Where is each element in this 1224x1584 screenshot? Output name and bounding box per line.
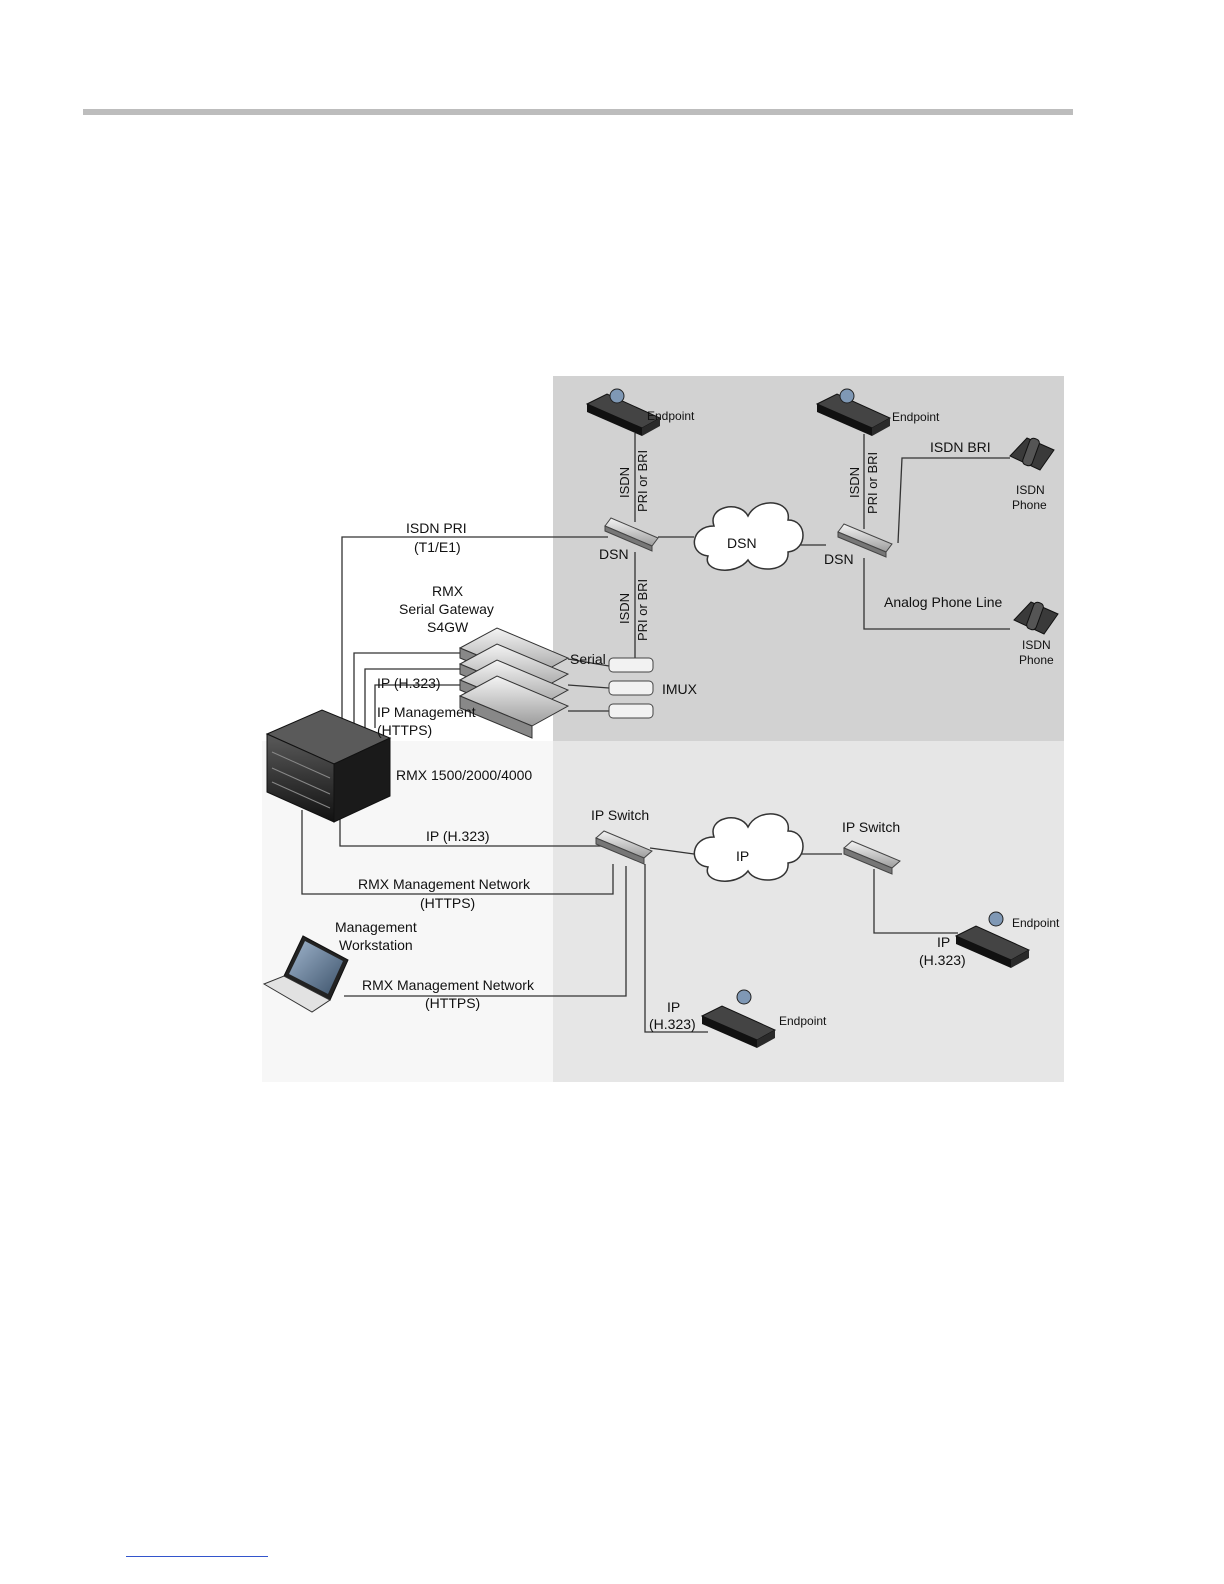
endpoint-bottom-label: Endpoint [779,1014,827,1028]
mgmt-workstation-label-2: Workstation [339,937,413,953]
isdn-pri-label: ISDN PRI [406,520,467,536]
t1e1-label: (T1/E1) [414,539,461,555]
ip-h323-main-label: IP (H.323) [426,828,490,844]
ip-switch-left-label: IP Switch [591,807,649,823]
pri-bri-vertical-label-2: PRI or BRI [635,579,650,641]
header-rule [83,109,1073,115]
rmx-gateway-label-3: S4GW [427,619,469,635]
endpoint-top-left-label: Endpoint [647,409,695,423]
analog-phone-line-label: Analog Phone Line [884,594,1003,610]
ip-zone [553,741,1064,1082]
dsn-switch-left-icon [604,517,659,552]
isdn-phone-1-label-b: Phone [1012,498,1047,512]
connection-lines [301,433,1010,1033]
isdn-phone-2-label-b: Phone [1019,653,1054,667]
ip-switch-left-icon [595,830,653,865]
mgmt-workstation-label-1: Management [335,919,417,935]
serial-gateway-icon [458,627,570,739]
dsn-cloud-label: DSN [727,535,757,551]
ip-switch-right-label: IP Switch [842,819,900,835]
footer-link-underline [126,1556,268,1557]
isdn-vertical-label-2: ISDN [617,593,632,624]
ip-endpoint-bottom-label-b: (H.323) [649,1016,696,1032]
endpoint-bottom-icon [700,989,777,1048]
ip-endpoint-right-label-b: (H.323) [919,952,966,968]
network-topology-diagram: Endpoint Endpoint Endpoint Endpoint ISDN… [262,376,1064,1082]
pri-bri-vertical-label-1: PRI or BRI [635,450,650,512]
rmx-gateway-label-2: Serial Gateway [399,601,494,617]
rmx-model-label: RMX 1500/2000/4000 [396,767,532,783]
isdn-phone-2-label-a: ISDN [1022,638,1051,652]
isdn-phone-bottom-icon [1013,601,1059,635]
endpoint-lower-right-label: Endpoint [1012,916,1060,930]
https-label-2: (HTTPS) [425,995,480,1011]
laptop-icon [262,935,349,1013]
rmx-gateway-label-1: RMX [432,583,464,599]
ip-endpoint-right-label-a: IP [937,934,950,950]
dsn-switch-left-label: DSN [599,546,629,562]
imux-label: IMUX [662,681,698,697]
imux-icon [608,657,654,719]
ip-switch-right-icon [843,840,901,875]
isdn-vertical-label-3: ISDN [847,467,862,498]
rmx-mgmt-network-label-1: RMX Management Network [358,876,531,892]
pri-bri-vertical-label-3: PRI or BRI [865,452,880,514]
dsn-cloud-icon [693,502,804,571]
rmx-unit-icon [265,709,392,823]
isdn-zone [553,376,1064,741]
ip-management-label: IP Management [377,704,476,720]
isdn-bri-label: ISDN BRI [930,439,991,455]
serial-label: Serial [570,651,606,667]
isdn-phone-top-icon [1009,437,1055,471]
https-label-1: (HTTPS) [420,895,475,911]
ip-cloud-label: IP [736,848,749,864]
endpoint-lower-right-icon [954,911,1031,968]
ip-cloud-icon [693,813,804,882]
dsn-switch-right-icon [837,523,893,558]
endpoint-top-right-icon [815,388,892,436]
isdn-phone-1-label-a: ISDN [1016,483,1045,497]
endpoint-top-right-label: Endpoint [892,410,940,424]
https-gateway-label: (HTTPS) [377,722,432,738]
ip-h323-gateway-label: IP (H.323) [377,675,441,691]
rmx-mgmt-network-label-2: RMX Management Network [362,977,535,993]
dsn-switch-right-label: DSN [824,551,854,567]
isdn-vertical-label-1: ISDN [617,467,632,498]
endpoint-top-left-icon [585,388,662,436]
ip-endpoint-bottom-label-a: IP [667,999,680,1015]
